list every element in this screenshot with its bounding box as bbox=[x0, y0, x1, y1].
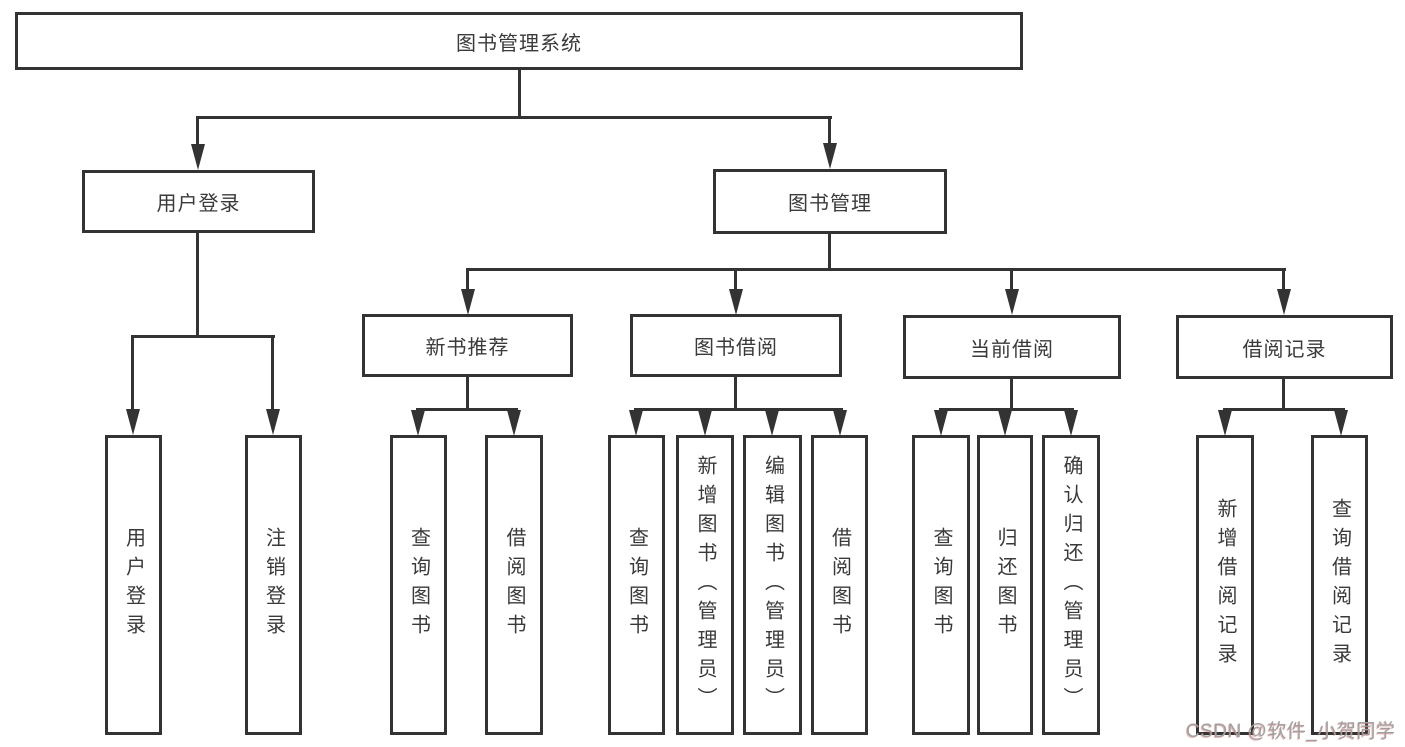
node-query-book-recommend-label: 查询图书 bbox=[407, 527, 430, 643]
node-query-borrow-record: 查询借阅记录 bbox=[1311, 435, 1368, 735]
connector-book-borrow-bar bbox=[634, 408, 843, 411]
connector-borrow-records-bar bbox=[1223, 408, 1345, 411]
node-borrow-records: 借阅记录 bbox=[1176, 315, 1393, 379]
arrow-down-icon bbox=[1218, 410, 1232, 436]
arrow-down-icon bbox=[934, 410, 948, 436]
node-current-borrow: 当前借阅 bbox=[903, 315, 1121, 379]
arrow-down-icon bbox=[833, 410, 847, 436]
node-book-borrow: 图书借阅 bbox=[630, 314, 842, 377]
node-borrow-book-action-label: 借阅图书 bbox=[828, 527, 851, 643]
node-query-book-recommend: 查询图书 bbox=[390, 435, 447, 735]
node-query-book-borrow-label: 查询图书 bbox=[625, 527, 648, 643]
node-return-book-label: 归还图书 bbox=[994, 527, 1016, 643]
arrow-down-icon bbox=[698, 410, 712, 436]
node-add-borrow-record-label: 新增借阅记录 bbox=[1214, 498, 1236, 672]
arrow-down-icon bbox=[507, 410, 521, 436]
connector-user-login-stem bbox=[196, 233, 199, 337]
connector-drop-new-book bbox=[466, 270, 469, 291]
node-query-borrow-record-label: 查询借阅记录 bbox=[1328, 498, 1351, 672]
arrow-down-icon bbox=[1064, 410, 1078, 436]
arrow-down-icon bbox=[998, 410, 1012, 436]
connector-drop-current-borrow bbox=[1010, 270, 1013, 291]
connector-level2-bar bbox=[196, 116, 832, 119]
arrow-down-icon bbox=[823, 143, 837, 169]
node-add-borrow-record: 新增借阅记录 bbox=[1196, 435, 1254, 735]
node-borrow-book-action: 借阅图书 bbox=[811, 435, 868, 735]
arrow-down-icon bbox=[629, 410, 643, 436]
connector-current-borrow-stem bbox=[1010, 379, 1013, 410]
arrow-down-icon bbox=[411, 410, 425, 436]
arrow-down-icon bbox=[1005, 289, 1019, 315]
arrow-down-icon bbox=[461, 289, 475, 315]
connector-drop-book-borrow bbox=[734, 270, 737, 291]
connector-book-borrow-stem bbox=[734, 377, 737, 410]
node-confirm-return-admin: 确认归还（管理员） bbox=[1042, 435, 1100, 735]
node-add-book-admin: 新增图书（管理员） bbox=[676, 435, 734, 735]
node-return-book: 归还图书 bbox=[977, 435, 1033, 735]
connector-drop-user-login-action bbox=[131, 337, 134, 411]
node-logout-action: 注销登录 bbox=[245, 435, 302, 735]
node-borrow-records-label: 借阅记录 bbox=[1242, 338, 1327, 361]
node-borrow-book-recommend: 借阅图书 bbox=[485, 435, 543, 735]
csdn-watermark: CSDN @软件_小贺同学 bbox=[1186, 721, 1396, 742]
node-query-book-current-label: 查询图书 bbox=[930, 527, 952, 643]
node-user-login-action: 用户登录 bbox=[105, 435, 162, 735]
connector-drop-borrow-records bbox=[1282, 270, 1285, 291]
arrow-down-icon bbox=[266, 409, 280, 435]
node-book-borrow-label: 图书借阅 bbox=[694, 337, 778, 359]
arrow-down-icon bbox=[191, 144, 205, 170]
node-book-management-label: 图书管理 bbox=[788, 193, 872, 215]
node-edit-book-admin-label: 编辑图书（管理员） bbox=[761, 454, 784, 716]
node-user-login-action-label: 用户登录 bbox=[122, 527, 145, 643]
node-confirm-return-admin-label: 确认归还（管理员） bbox=[1060, 454, 1082, 716]
connector-drop-book-management bbox=[828, 118, 831, 145]
node-user-login-label: 用户登录 bbox=[156, 193, 241, 215]
node-add-book-admin-label: 新增图书（管理员） bbox=[694, 454, 716, 716]
node-current-borrow-label: 当前借阅 bbox=[970, 338, 1054, 361]
node-logout-action-label: 注销登录 bbox=[262, 527, 285, 643]
connector-borrow-records-stem bbox=[1282, 379, 1285, 410]
node-library-system-label: 图书管理系统 bbox=[456, 32, 582, 55]
arrow-down-icon bbox=[765, 410, 779, 436]
connector-drop-logout-action bbox=[271, 337, 274, 411]
node-user-login: 用户登录 bbox=[82, 170, 315, 233]
node-borrow-book-recommend-label: 借阅图书 bbox=[503, 527, 525, 643]
arrow-down-icon bbox=[1334, 410, 1348, 436]
connector-level3-bar bbox=[466, 268, 1286, 271]
arrow-down-icon bbox=[729, 289, 743, 315]
node-library-system: 图书管理系统 bbox=[15, 12, 1023, 70]
connector-new-book-bar bbox=[416, 408, 518, 411]
connector-current-borrow-bar bbox=[939, 408, 1074, 411]
arrow-down-icon bbox=[1277, 289, 1291, 315]
connector-root-stem bbox=[518, 70, 521, 118]
node-book-management: 图书管理 bbox=[713, 169, 947, 234]
connector-book-management-stem bbox=[828, 234, 831, 271]
node-new-book-recommend-label: 新书推荐 bbox=[425, 337, 510, 359]
node-query-book-current: 查询图书 bbox=[912, 435, 970, 735]
connector-user-login-bar bbox=[131, 335, 275, 338]
node-new-book-recommend: 新书推荐 bbox=[362, 314, 573, 377]
arrow-down-icon bbox=[126, 409, 140, 435]
node-query-book-borrow: 查询图书 bbox=[608, 435, 665, 735]
node-edit-book-admin: 编辑图书（管理员） bbox=[743, 435, 802, 735]
connector-new-book-stem bbox=[466, 377, 469, 410]
connector-drop-user-login bbox=[196, 118, 199, 146]
